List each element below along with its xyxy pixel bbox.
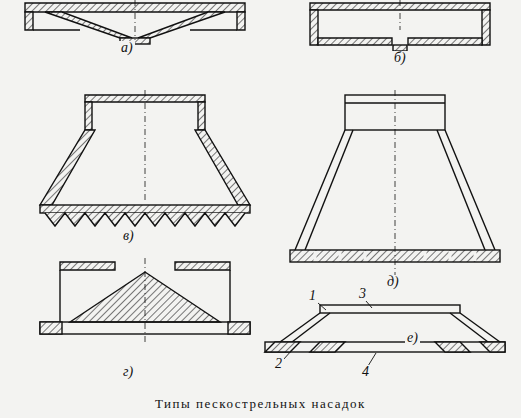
figure-letter: в) <box>121 229 136 243</box>
figure-letter: г) <box>121 365 135 379</box>
nozzle-g <box>40 258 250 345</box>
figure-letter: е) <box>405 331 420 345</box>
figure-letter: д) <box>385 275 401 289</box>
figure-letter: б) <box>392 51 408 65</box>
callout-number: 2 <box>273 357 284 371</box>
figure-letter: а) <box>119 41 135 55</box>
nozzle-a <box>25 0 245 44</box>
callout-number: 3 <box>357 287 368 301</box>
nozzle-d <box>290 90 500 275</box>
figure-caption: Типы пескострельных насадок <box>152 396 369 412</box>
callout-number: 1 <box>307 289 318 303</box>
nozzle-v <box>40 90 250 226</box>
callout-number: 4 <box>360 365 371 379</box>
nozzle-e <box>265 301 505 366</box>
nozzle-b <box>310 0 490 51</box>
